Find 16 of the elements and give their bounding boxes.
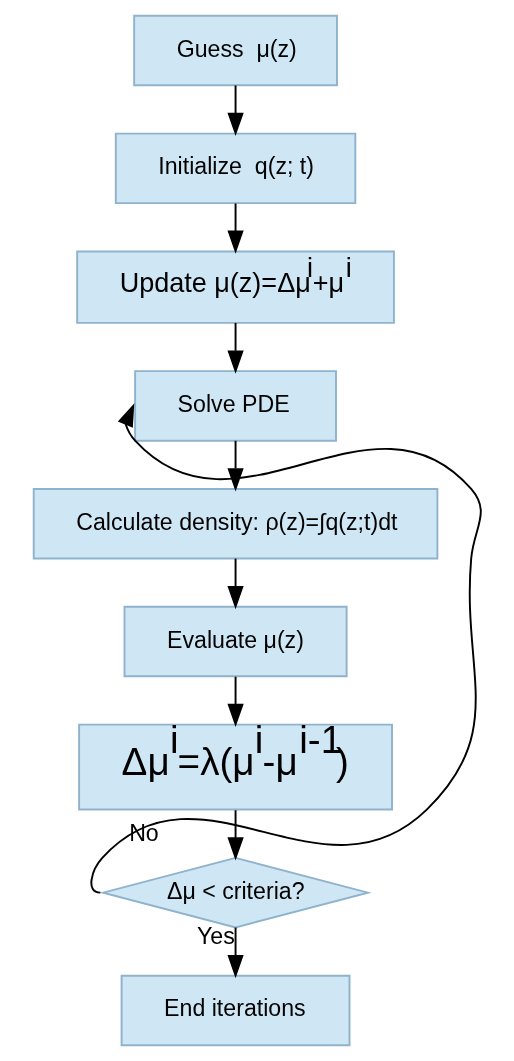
node-box: Calculate density: ρ(z)=∫q(z;t)dt xyxy=(32,488,438,560)
arrow xyxy=(226,926,244,979)
node-box: Solve PDE xyxy=(133,370,337,442)
arrow xyxy=(226,321,244,374)
arrow xyxy=(226,675,244,728)
node-box: Initialize q(z; t) xyxy=(114,132,356,205)
edge-label: No xyxy=(128,819,159,846)
arrow xyxy=(89,403,482,894)
arrow xyxy=(226,557,244,610)
node-box: Guess μ(z) xyxy=(132,14,338,87)
arrow xyxy=(226,439,244,492)
node-box: End iterations xyxy=(120,974,350,1047)
node-box: Evaluate μ(z) xyxy=(123,605,348,678)
arrow xyxy=(226,202,244,254)
arrow xyxy=(226,809,244,861)
arrow xyxy=(226,84,244,137)
